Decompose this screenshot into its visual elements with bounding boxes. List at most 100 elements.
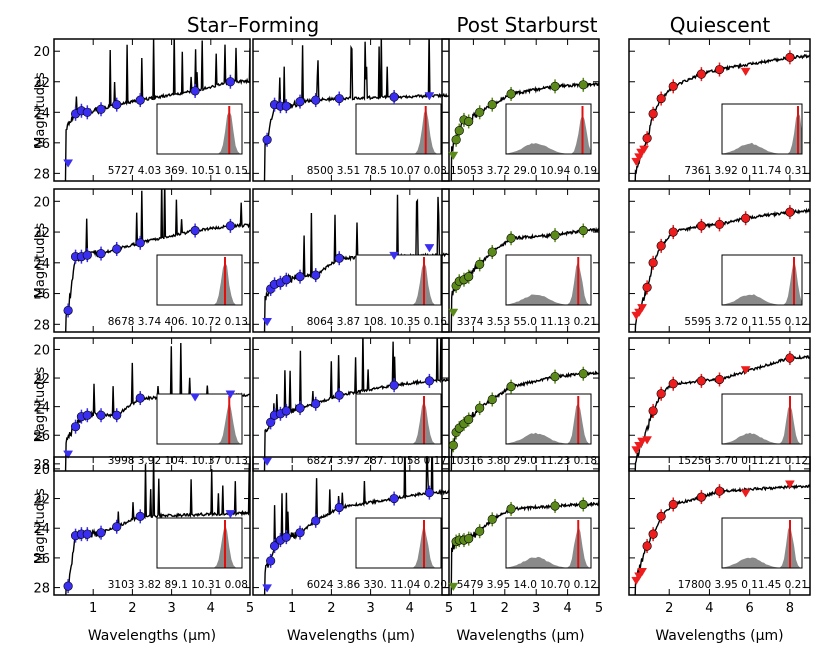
photometry-point — [311, 95, 321, 105]
fit-stats-label: 3998 3.92 104. 10.37 0.13 — [108, 455, 248, 467]
upper-limit-point — [740, 489, 751, 498]
photometry-point — [668, 81, 678, 91]
photometry-point — [295, 97, 305, 107]
panel: 15053 3.72 29.0 10.94 0.19 — [441, 38, 600, 182]
photometry-point — [135, 95, 145, 105]
upper-limit-point — [784, 480, 795, 489]
photometry-point — [656, 511, 666, 521]
inset-histogram — [356, 261, 441, 305]
ylabel: Magnitudes — [33, 366, 48, 442]
photometry-point — [785, 52, 795, 62]
ylabel: Magnitudes — [33, 72, 48, 148]
inset-histogram — [722, 404, 802, 444]
y-tick-label: 24 — [33, 257, 50, 272]
y-tick-label: 20 — [33, 463, 50, 478]
photometry-point — [506, 504, 516, 514]
photometry-point — [487, 100, 497, 110]
inset-histogram — [356, 108, 441, 154]
photometry-point — [190, 225, 200, 236]
photometry-point — [389, 380, 399, 390]
upper-limit-point — [389, 251, 400, 261]
photometry-point — [82, 250, 92, 260]
photometry-point — [96, 104, 106, 114]
photometry-point — [448, 440, 458, 450]
photometry-point — [714, 219, 725, 229]
photometry-point — [506, 233, 516, 243]
photometry-point — [389, 92, 399, 102]
upper-limit-point — [448, 151, 459, 161]
photometry-point — [550, 230, 560, 240]
upper-limit-point — [639, 145, 650, 154]
y-tick-label: 22 — [33, 226, 50, 241]
x-tick-label: 2 — [327, 601, 335, 616]
inset-border — [721, 254, 803, 306]
photometry-point — [96, 410, 106, 420]
photometry-point — [668, 379, 678, 389]
upper-limit-point — [740, 366, 751, 375]
photometry-point — [475, 403, 485, 413]
photometry-point — [389, 493, 399, 504]
upper-limit-point — [448, 582, 459, 592]
fit-stats-label: 3374 3.53 55.0 11.13 0.21 — [457, 316, 597, 328]
y-tick-label: 28 — [33, 582, 50, 597]
photometry-point — [487, 514, 497, 524]
upper-limit-point — [448, 308, 459, 317]
inset-border — [505, 254, 592, 306]
upper-limit-point — [637, 568, 648, 577]
y-tick-label: 26 — [33, 288, 50, 303]
photometry-point — [424, 488, 435, 498]
photometry-point — [506, 89, 516, 99]
fit-stats-label: 8678 3.74 406. 10.72 0.13 — [108, 316, 248, 328]
inset-histogram — [722, 112, 802, 154]
x-tick-label: 4 — [406, 601, 414, 616]
y-tick-label: 24 — [33, 522, 50, 537]
photometry-point — [578, 499, 588, 510]
photometry-point — [642, 133, 652, 143]
xlabel: Wavelengths (μm) — [456, 628, 584, 644]
model-sed-line — [450, 500, 599, 595]
photometry-point — [475, 259, 485, 269]
panel-frame — [441, 337, 600, 472]
y-tick-label: 22 — [33, 493, 50, 508]
photometry-point — [266, 556, 276, 566]
inset-border — [156, 254, 243, 306]
x-tick-label: 1 — [288, 601, 296, 616]
inset-histogram — [356, 523, 441, 568]
photometry-point — [262, 135, 272, 145]
inset-histogram — [506, 525, 591, 568]
panel-frame — [441, 38, 600, 182]
photometry-point — [714, 486, 725, 496]
fit-stats-label: 6024 3.86 330. 11.04 0.20 — [307, 579, 447, 591]
photometry-point — [281, 101, 291, 111]
ylabel: Magnitudes — [33, 222, 48, 298]
photometry-point — [696, 69, 707, 79]
photometry-point — [63, 581, 73, 591]
y-tick-label: 20 — [33, 45, 50, 60]
photometry-point — [112, 100, 122, 110]
y-tick-label: 26 — [33, 137, 50, 152]
photometry-point — [648, 529, 658, 539]
x-tick-label: 2 — [128, 601, 136, 616]
inset-histogram — [356, 400, 441, 444]
panel-frame — [628, 337, 811, 472]
photometry-point — [475, 107, 485, 117]
panel-frame — [252, 38, 450, 182]
panel: 6827 3.97 287. 10.58 0.17 — [252, 337, 450, 472]
photometry-point — [70, 422, 81, 432]
x-tick-label: 3 — [167, 601, 175, 616]
photometry-point — [311, 516, 321, 526]
photometry-point — [668, 499, 678, 510]
x-tick-label: 2 — [501, 601, 509, 616]
x-tick-label: 5 — [246, 601, 254, 616]
panel-frame — [628, 188, 811, 333]
photometry-point — [281, 532, 291, 542]
inset-border — [721, 517, 803, 569]
photometry-point — [334, 93, 344, 104]
inset-histogram — [506, 261, 591, 305]
photometry-point — [464, 534, 474, 544]
photometry-point — [225, 221, 235, 231]
upper-limit-point — [637, 304, 648, 313]
x-tick-label: 4 — [207, 601, 215, 616]
